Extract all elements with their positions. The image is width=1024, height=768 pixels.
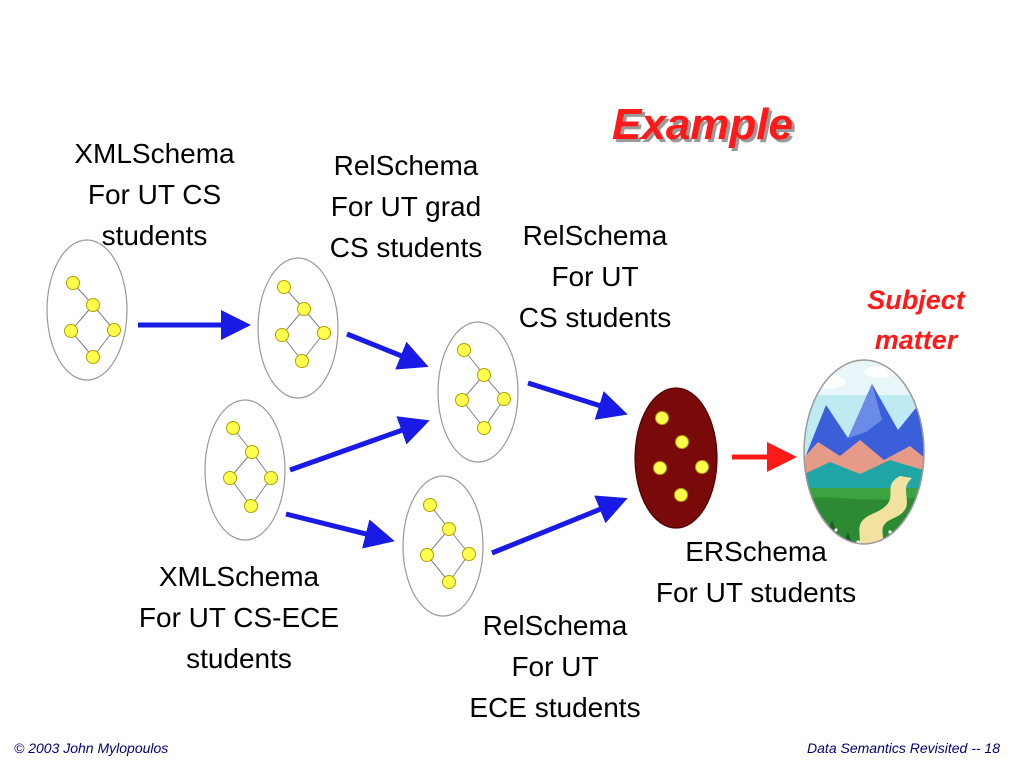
label-xml-ut-cs-ece: XMLSchema For UT CS-ECE students (110, 556, 368, 679)
label-line: For UT CS-ECE (138, 602, 340, 633)
label-line: XMLSchema (158, 561, 320, 592)
schema-rel-ut-ece (402, 475, 484, 617)
label-rel-ut-cs: RelSchema For UT CS students (495, 215, 695, 338)
footer-copyright: © 2003 John Mylopoulos (14, 740, 169, 756)
label-line: Subject (867, 285, 965, 315)
label-line: students (101, 220, 208, 251)
slide-title: Example (612, 100, 793, 149)
arrow-rel-cs-to-er (527, 380, 628, 420)
label-line: RelSchema (522, 220, 668, 251)
arrow-rel-grad-to-rel-cs (346, 331, 429, 370)
footer-page-info: Data Semantics Revisited -- 18 (807, 740, 1000, 756)
arrow-xml-csece-to-rel-cs (289, 416, 430, 473)
label-line: students (186, 643, 292, 674)
label-line: For UT grad (330, 191, 482, 222)
label-subject-matter: Subject matter (838, 280, 994, 360)
schema-rel-ut-grad-cs (257, 257, 339, 399)
arrow-xml-csece-to-rel-ece (285, 511, 395, 549)
label-line: For UT CS (87, 179, 222, 210)
schema-xml-ut-cs (46, 239, 128, 381)
label-line: CS students (518, 302, 672, 333)
schema-xml-ut-cs-ece (204, 399, 286, 541)
arrow-rel-ece-to-er (491, 495, 628, 556)
label-line: ECE students (469, 692, 641, 723)
label-line: XMLSchema (74, 138, 235, 169)
schema-er-ut-students (634, 387, 718, 529)
label-xml-ut-cs: XMLSchema For UT CS students (52, 133, 257, 256)
label-rel-ut-grad-cs: RelSchema For UT grad CS students (306, 145, 506, 268)
label-line: ERSchema (685, 536, 827, 567)
label-line: CS students (329, 232, 483, 263)
schema-rel-ut-cs (437, 321, 519, 463)
label-line: For UT (511, 651, 599, 682)
label-rel-ut-ece: RelSchema For UT ECE students (450, 605, 660, 728)
label-line: RelSchema (333, 150, 479, 181)
label-er-ut-students: ERSchema For UT students (620, 531, 892, 613)
label-line: RelSchema (482, 610, 628, 641)
landscape-illustration (803, 359, 925, 545)
label-line: matter (874, 325, 958, 355)
label-line: For UT students (655, 577, 857, 608)
label-line: For UT (551, 261, 639, 292)
